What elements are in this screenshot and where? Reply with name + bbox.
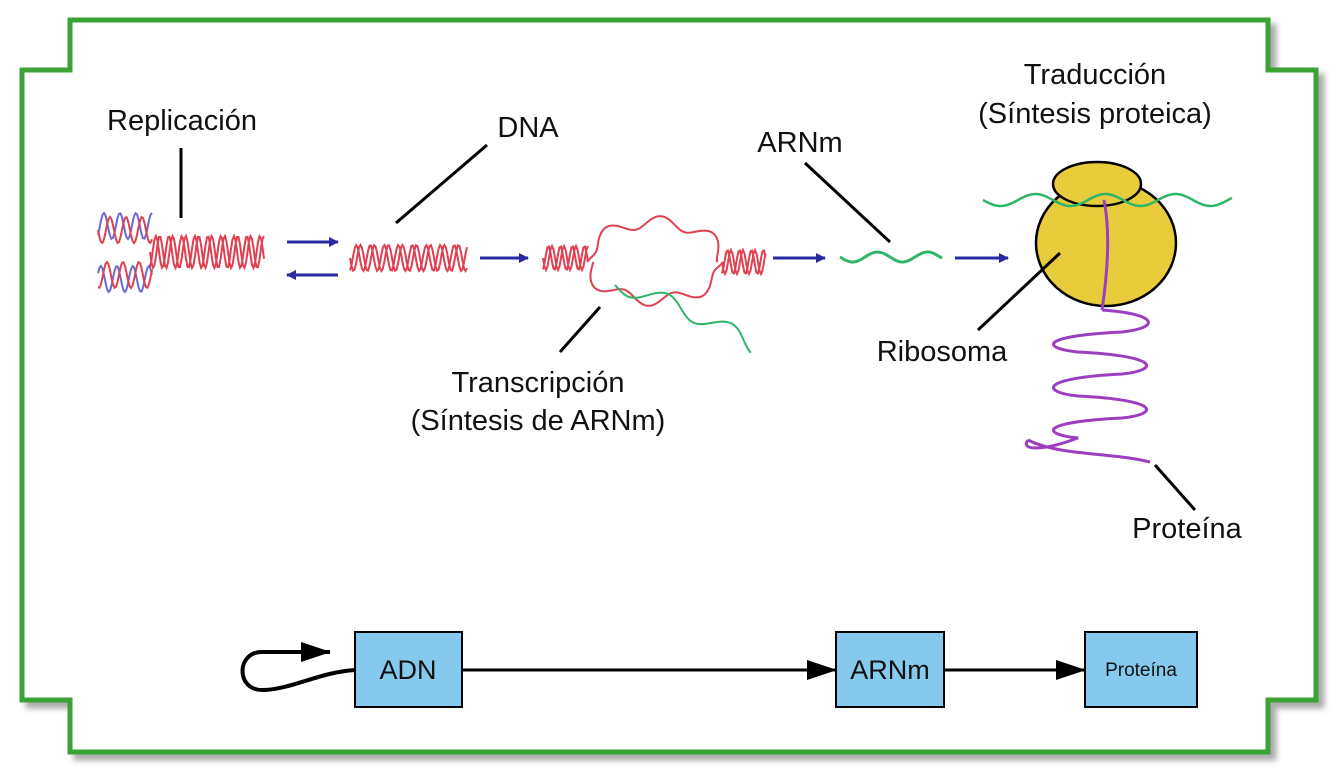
leader-line-protein [1153,464,1197,511]
dna-helix [721,247,767,277]
parent-strand [97,264,153,294]
leader-line-mrna [803,161,892,244]
label-mrna: ARNm [757,127,842,159]
ribosome-mrna [982,192,1233,208]
label-dna: DNA [497,112,559,144]
leader-line-dna [395,143,488,225]
flow-box-dna [354,631,463,708]
diagram-frame [19,17,1319,755]
label-replication: Replicación [107,105,257,137]
ribosome [982,160,1233,464]
replication-helix [97,211,265,294]
dna-strand-top [586,215,720,263]
transcription-bubble [542,215,767,354]
nascent-mrna [614,284,752,354]
dna-helix [149,233,265,271]
label-protein: Proteína [1132,513,1242,545]
daughter-strand [97,215,153,245]
label-transcription: Transcripción [452,367,625,399]
dna-helix [349,242,468,274]
dna-helix [542,243,589,273]
replication-loop [240,642,356,693]
flow-label-dna: ADN [379,655,436,685]
leader-line-ribosome [976,251,1062,332]
leader-line-transcription [558,306,602,353]
protein-chain-exit [1100,199,1110,311]
dna-strand-bottom [589,261,724,307]
protein-chain [1024,308,1151,464]
flow-label-mrna: ARNm [850,655,930,685]
label-ribosome: Ribosoma [877,336,1008,368]
label-transcription-sub: (Síntesis de ARNm) [411,405,666,437]
flow-box-protein [1084,631,1198,708]
flow-box-mrna [835,631,945,708]
flow-label-protein: Proteína [1105,660,1177,681]
ribosome-small-subunit [1051,160,1143,208]
label-translation: Traducción [1024,59,1166,91]
daughter-strand [97,260,153,290]
flow-diagram: ADN ARNm Proteína [240,631,1198,708]
label-translation-sub: (Síntesis proteica) [978,98,1212,130]
mrna-strand [839,250,943,264]
